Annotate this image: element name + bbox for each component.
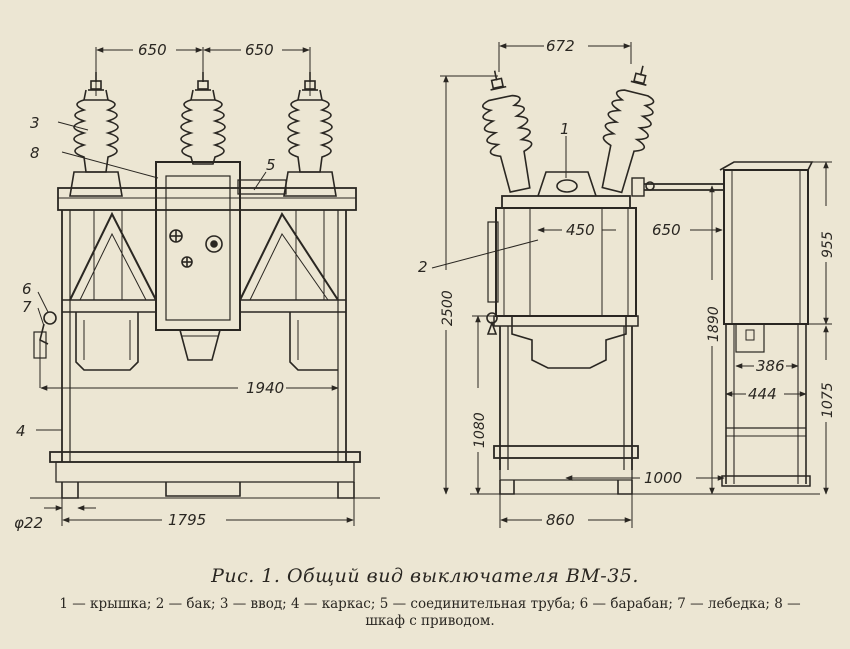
side-frame <box>470 326 820 495</box>
dim-450-label: 450 <box>566 221 595 239</box>
bushing-left <box>69 72 123 197</box>
dim-860-label: 860 <box>546 511 575 529</box>
dim-650-right: 650 <box>245 41 274 59</box>
side-bushing-right <box>601 65 655 194</box>
dim-672 <box>498 42 632 72</box>
bushing-center <box>180 72 226 165</box>
front-view <box>30 47 380 526</box>
dim-phi22-label: φ22 <box>14 514 43 532</box>
side-drive-cabinet <box>719 161 814 487</box>
front-drive-cabinet <box>155 161 241 361</box>
bushing-right <box>283 72 337 197</box>
dim-1075-label: 1075 <box>820 382 836 418</box>
dim-650-side-label: 650 <box>652 221 681 239</box>
dim-650-left: 650 <box>138 41 167 59</box>
label-3: 3 <box>30 114 40 132</box>
dim-955-label: 955 <box>820 231 836 258</box>
label-5: 5 <box>266 156 276 174</box>
label-1: 1 <box>560 120 570 138</box>
label-2: 2 <box>418 258 428 276</box>
dim-672-label: 672 <box>546 37 575 55</box>
technical-drawing: 650 650 1940 1795 φ22 3 8 5 6 7 4 <box>14 37 836 532</box>
dim-1080-label: 1080 <box>472 412 488 448</box>
dim-444-label: 444 <box>748 385 777 403</box>
figure-caption: Рис. 1. Общий вид выключателя ВМ-35. <box>211 565 639 587</box>
dim-1890-label: 1890 <box>706 306 722 342</box>
figure-legend: 1 — крышка; 2 — бак; 3 — ввод; 4 — карка… <box>59 596 801 629</box>
dim-1795 <box>61 498 355 526</box>
label-4: 4 <box>16 422 26 440</box>
dim-386-label: 386 <box>756 357 785 375</box>
front-frame <box>30 210 380 499</box>
dim-1795-label: 1795 <box>168 511 206 529</box>
label-8: 8 <box>30 144 40 162</box>
side-bushing-left <box>482 70 533 194</box>
dim-1940-label: 1940 <box>246 379 284 397</box>
dim-2500-label: 2500 <box>440 290 456 326</box>
dim-1000-label: 1000 <box>644 469 682 487</box>
label-7: 7 <box>22 298 32 316</box>
side-view <box>431 42 832 528</box>
dim-1940 <box>39 340 339 391</box>
label-6: 6 <box>22 280 32 298</box>
dim-650-pair <box>95 47 311 96</box>
side-tank <box>486 207 639 369</box>
